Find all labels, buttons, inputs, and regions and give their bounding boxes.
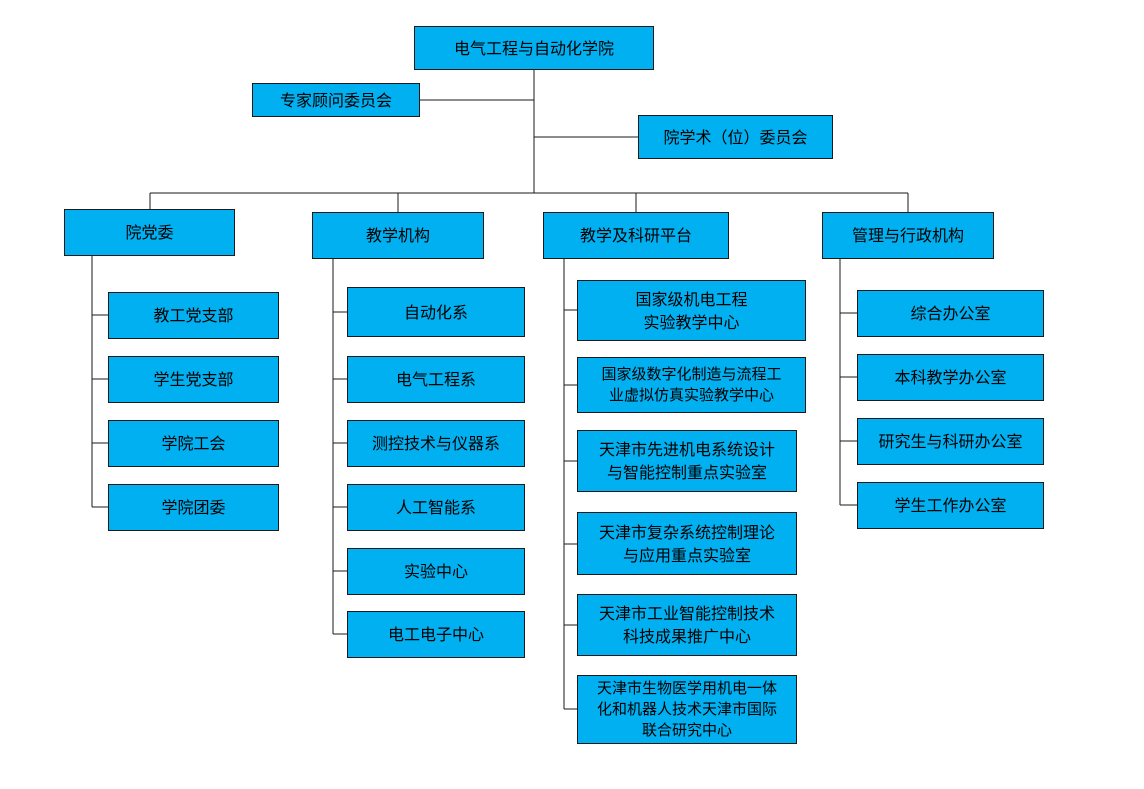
branch-teaching-units: 教学机构 (312, 212, 484, 259)
research-platform-item: 国家级机电工程 实验教学中心 (577, 280, 806, 341)
academic-committee: 院学术（位）委员会 (638, 115, 833, 159)
branch-research-platforms: 教学及科研平台 (543, 212, 729, 259)
party-item: 学生党支部 (108, 356, 279, 403)
admin-office-item: 本科教学办公室 (857, 354, 1044, 401)
root-node: 电气工程与自动化学院 (414, 26, 654, 70)
teaching-unit-item: 测控技术与仪器系 (347, 420, 525, 467)
party-item: 教工党支部 (108, 292, 279, 339)
teaching-unit-item: 实验中心 (347, 548, 525, 595)
research-platform-item: 天津市先进机电系统设计 与智能控制重点实验室 (577, 430, 797, 492)
research-platform-item: 天津市生物医学用机电一体 化和机器人技术天津市国际 联合研究中心 (577, 675, 797, 744)
research-platform-item: 国家级数字化制造与流程工 业虚拟仿真实验教学中心 (577, 357, 806, 413)
research-platform-item: 天津市工业智能控制技术 科技成果推广中心 (577, 594, 797, 656)
teaching-unit-item: 电气工程系 (347, 356, 525, 403)
teaching-unit-item: 电工电子中心 (347, 611, 525, 658)
admin-office-item: 综合办公室 (857, 290, 1044, 337)
admin-office-item: 学生工作办公室 (857, 482, 1044, 529)
branch-administration: 管理与行政机构 (822, 212, 994, 259)
research-platform-item: 天津市复杂系统控制理论 与应用重点实验室 (577, 512, 797, 575)
expert-advisory-committee: 专家顾问委员会 (252, 83, 420, 117)
party-item: 学院团委 (108, 484, 279, 531)
teaching-unit-item: 人工智能系 (347, 484, 525, 531)
admin-office-item: 研究生与科研办公室 (857, 418, 1044, 465)
party-item: 学院工会 (108, 420, 279, 467)
branch-party-committee: 院党委 (64, 209, 235, 256)
teaching-unit-item: 自动化系 (347, 287, 525, 337)
